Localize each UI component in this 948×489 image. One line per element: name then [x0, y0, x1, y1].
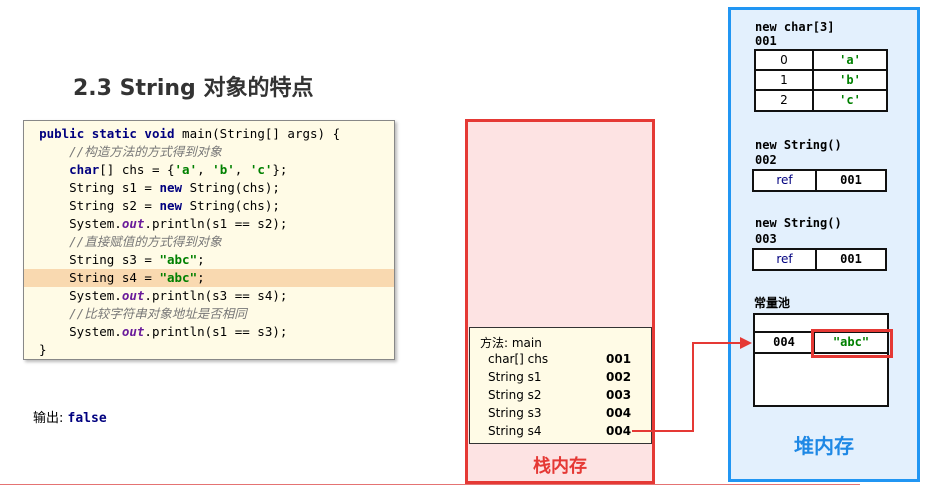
pool-entry-value: "abc" — [813, 331, 889, 354]
code-line: //比较字符串对象地址是否相同 — [24, 306, 247, 321]
code-line: System.out.println(s1 == s3); — [24, 324, 288, 339]
code-line: } — [24, 342, 47, 357]
string2-addr: 003 — [755, 232, 777, 246]
code-line: String s3 = "abc"; — [24, 252, 205, 267]
string1-header: new String() — [755, 138, 842, 152]
constant-pool-label: 常量池 — [754, 296, 791, 310]
code-line: String s1 = new String(chs); — [24, 180, 280, 195]
output-value: false — [67, 411, 107, 426]
output-text: 输出: false — [33, 407, 107, 426]
page-title: 2.3 String 对象的特点 — [73, 76, 314, 101]
char-array-header: new char[3] — [755, 20, 835, 34]
pool-entry-addr: 004 — [753, 331, 815, 354]
char-array-addr: 001 — [755, 34, 777, 48]
code-line: System.out.println(s1 == s2); — [24, 216, 288, 231]
constant-pool — [753, 313, 889, 407]
divider — [0, 484, 860, 485]
code-line: String s2 = new String(chs); — [24, 198, 280, 213]
stack-memory-label: 栈内存 — [533, 456, 587, 477]
heap-memory-label: 堆内存 — [794, 434, 854, 458]
string1-addr: 002 — [755, 153, 777, 167]
pool-entry-highlight — [811, 329, 893, 358]
code-line: //直接赋值的方式得到对象 — [24, 234, 222, 249]
code-block: public static void main(String[] args) {… — [23, 120, 395, 360]
code-line: char[] chs = {'a', 'b', 'c'}; — [69, 162, 288, 177]
string2-ref-field: ref — [752, 248, 817, 271]
code-line-highlighted: String s4 = "abc"; — [24, 269, 394, 287]
frame-title: 方法: main — [480, 336, 542, 350]
code-line: //构造方法的方式得到对象 — [24, 144, 222, 159]
string2-ref-value: 001 — [815, 248, 887, 271]
string1-ref-value: 001 — [815, 169, 887, 192]
array-value: 'c' — [812, 89, 888, 112]
code-line: System.out.println(s3 == s4); — [24, 288, 288, 303]
output-label: 输出: — [33, 411, 64, 426]
string2-header: new String() — [755, 216, 842, 230]
code-line: public static void main(String[] args) { — [39, 126, 341, 141]
